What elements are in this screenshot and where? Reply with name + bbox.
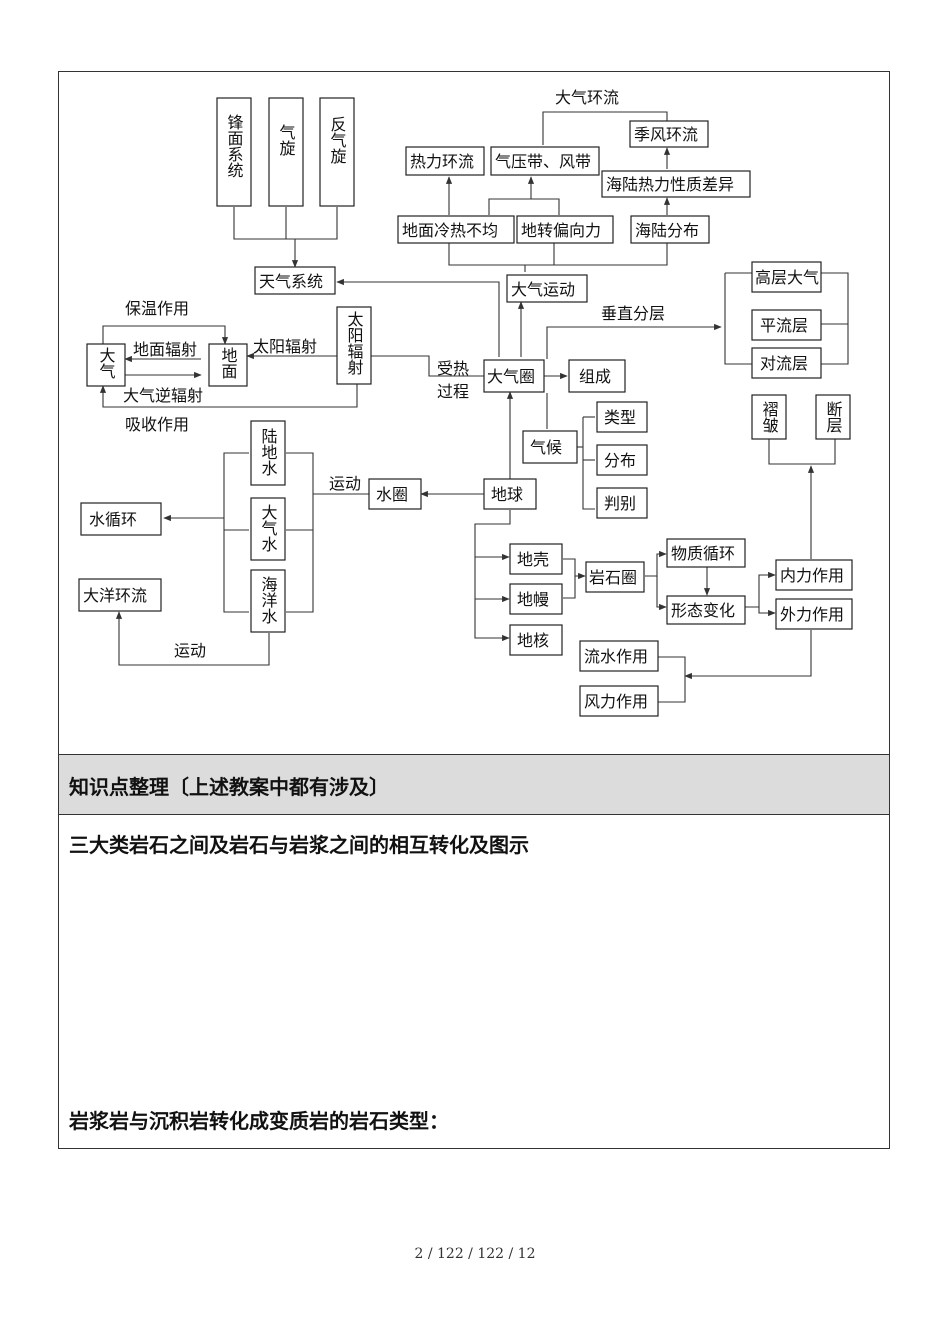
- node-exogenic-force: 外力作用: [780, 605, 844, 624]
- node-cyclone: 气旋: [277, 124, 296, 157]
- node-climate-identification: 判别: [604, 494, 636, 513]
- node-ocean-water: 海洋水: [259, 576, 278, 624]
- node-upper-atmosphere: 高层大气: [755, 268, 819, 287]
- metamorphic-rock-heading: 岩浆岩与沉积岩转化成变质岩的岩石类型：: [69, 1109, 449, 1133]
- node-monsoon: 季风环流: [634, 125, 698, 144]
- node-composition: 组成: [579, 367, 611, 386]
- node-coriolis: 地转偏向力: [521, 221, 601, 240]
- node-mantle: 地幔: [517, 590, 549, 609]
- node-core: 地核: [517, 631, 549, 650]
- label-water-motion: 运动: [329, 474, 361, 493]
- node-atmospheric-water: 大气水: [259, 504, 278, 552]
- label-insulation: 保温作用: [125, 299, 189, 318]
- node-endogenic-force: 内力作用: [780, 566, 844, 585]
- content-frame: 锋面系统 气旋 反气旋 大气环流 季风环流 热力环流 气压带、风带 海陆热力性质…: [58, 71, 890, 1149]
- node-crust: 地壳: [517, 550, 549, 569]
- connector-lines: [99, 111, 849, 703]
- diagram-boxes: [78, 97, 853, 717]
- node-lithosphere: 岩石圈: [589, 568, 637, 587]
- rock-transformation-heading: 三大类岩石之间及岩石与岩浆之间的相互转化及图示: [69, 833, 529, 857]
- node-wind-action: 风力作用: [584, 692, 648, 711]
- node-atmospheric-motion: 大气运动: [511, 280, 575, 299]
- node-climate-type: 类型: [604, 408, 636, 427]
- node-land-water: 陆地水: [259, 428, 278, 476]
- node-ground: 地面: [219, 347, 238, 379]
- node-material-cycle: 物质循环: [671, 544, 735, 563]
- node-land-sea-difference: 海陆热力性质差异: [606, 175, 734, 194]
- label-ground-radiation: 地面辐射: [133, 340, 197, 359]
- page-number: 2 / 122 / 122 / 12: [414, 1246, 536, 1262]
- label-vertical-layering: 垂直分层: [601, 304, 665, 323]
- label-heating: 受热: [437, 359, 469, 378]
- node-climate-distribution: 分布: [604, 451, 636, 470]
- node-weather-front: 锋面系统: [225, 114, 244, 178]
- node-earth: 地球: [491, 485, 523, 504]
- node-solar-radiation: 太阳辐射: [345, 311, 364, 376]
- label-ocean-motion: 运动: [174, 641, 206, 660]
- node-stratosphere: 平流层: [760, 316, 808, 335]
- node-ocean-circulation: 大洋环流: [83, 586, 147, 605]
- knowledge-header-row: 知识点整理〔上述教案中都有涉及〕: [59, 754, 889, 814]
- label-process: 过程: [437, 382, 469, 401]
- label-atmospheric-counter-radiation: 大气逆辐射: [123, 386, 203, 405]
- node-atmosphere-sphere: 大气圈: [487, 367, 535, 386]
- label-solar-radiation: 太阳辐射: [253, 337, 317, 356]
- diagram-labels: 锋面系统 气旋 反气旋 大气环流 季风环流 热力环流 气压带、风带 海陆热力性质…: [83, 88, 844, 711]
- node-form-change: 形态变化: [671, 601, 735, 620]
- node-water-cycle: 水循环: [89, 510, 137, 529]
- node-troposphere: 对流层: [760, 354, 808, 373]
- label-absorption: 吸收作用: [125, 415, 189, 434]
- node-pressure-wind-belts: 气压带、风带: [495, 152, 591, 171]
- node-general-circulation: 大气环流: [555, 88, 619, 107]
- knowledge-content-row: 三大类岩石之间及岩石与岩浆之间的相互转化及图示 岩浆岩与沉积岩转化成变质岩的岩石…: [59, 814, 889, 1148]
- node-thermal-circulation: 热力环流: [410, 152, 474, 171]
- node-land-sea-distribution: 海陆分布: [635, 221, 699, 240]
- knowledge-title: 知识点整理〔上述教案中都有涉及〕: [69, 775, 389, 799]
- node-fluvial-action: 流水作用: [584, 647, 648, 666]
- node-anticyclone: 反气旋: [328, 116, 347, 165]
- node-hydrosphere: 水圈: [376, 485, 408, 504]
- node-climate: 气候: [530, 438, 562, 457]
- node-fault: 断层: [824, 401, 843, 433]
- node-weather-system: 天气系统: [259, 272, 323, 291]
- earth-systems-diagram: 锋面系统 气旋 反气旋 大气环流 季风环流 热力环流 气压带、风带 海陆热力性质…: [78, 88, 853, 717]
- node-fold: 褶皱: [760, 401, 779, 434]
- node-uneven-heating: 地面冷热不均: [402, 221, 498, 240]
- node-atmosphere: 大气: [97, 347, 116, 379]
